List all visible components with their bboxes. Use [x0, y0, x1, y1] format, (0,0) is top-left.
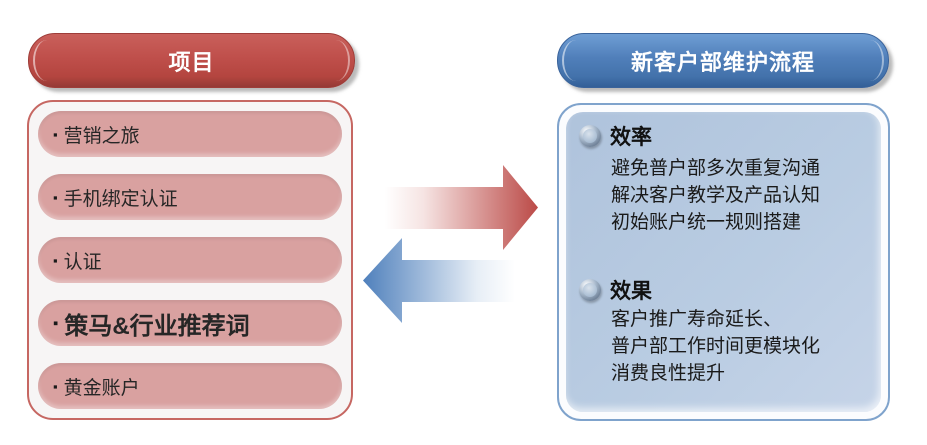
square-bullet-icon: ▪ — [53, 252, 58, 268]
section-heading: 效率 — [574, 121, 873, 151]
list-item-label: 黄金账户 — [63, 377, 140, 399]
list-item: ▪ 手机绑定认证 — [38, 174, 342, 220]
body-line: 消费良性提升 — [611, 363, 726, 384]
body-line: 解决客户教学及产品认知 — [611, 185, 821, 206]
left-header-label: 项目 — [168, 49, 215, 75]
section-heading: 效果 — [574, 275, 873, 305]
square-bullet-icon: ▪ — [53, 126, 58, 142]
body-line: 避免普户部多次重复沟通 — [611, 158, 821, 179]
section-title: 效率 — [610, 126, 652, 149]
section-body: 避免普户部多次重复沟通 解决客户教学及产品认知 初始账户统一规则搭建 — [574, 155, 873, 236]
list-item-label: 认证 — [63, 251, 102, 273]
right-arrow-icon — [385, 165, 538, 250]
left-list-box: ▪ 营销之旅 ▪ 手机绑定认证 ▪ 认证 ▪ 策马&行业推荐词 ▪ 黄金账户 — [27, 100, 353, 420]
section-effect: 效果 客户推广寿命延长、 普户部工作时间更模块化 消费良性提升 — [574, 275, 873, 387]
right-header-label: 新客户部维护流程 — [630, 49, 815, 75]
section-title: 效果 — [610, 280, 652, 303]
body-line: 客户推广寿命延长、 — [611, 309, 783, 330]
list-item-label: 营销之旅 — [63, 125, 140, 147]
right-content-box: 效率 避免普户部多次重复沟通 解决客户教学及产品认知 初始账户统一规则搭建 效果… — [557, 103, 890, 421]
list-item-label: 策马&行业推荐词 — [64, 312, 250, 340]
square-bullet-icon: ▪ — [53, 189, 58, 205]
sphere-bullet-icon — [579, 125, 601, 147]
body-line: 初始账户统一规则搭建 — [611, 212, 802, 233]
left-arrow-icon — [363, 238, 515, 323]
list-item: ▪ 营销之旅 — [38, 111, 342, 157]
list-item: ▪ 认证 — [38, 237, 342, 283]
exchange-arrows — [363, 165, 538, 323]
sphere-bullet-icon — [579, 279, 601, 301]
list-item: ▪ 策马&行业推荐词 — [38, 300, 342, 346]
body-line: 普户部工作时间更模块化 — [611, 336, 821, 357]
right-content-fill: 效率 避免普户部多次重复沟通 解决客户教学及产品认知 初始账户统一规则搭建 效果… — [566, 112, 881, 412]
list-item-label: 手机绑定认证 — [63, 188, 178, 210]
left-header-pill: 项目 — [28, 33, 355, 88]
right-header-pill: 新客户部维护流程 — [557, 33, 889, 88]
square-bullet-icon: ▪ — [53, 314, 59, 332]
square-bullet-icon: ▪ — [53, 378, 58, 394]
section-body: 客户推广寿命延长、 普户部工作时间更模块化 消费良性提升 — [574, 306, 873, 387]
section-efficiency: 效率 避免普户部多次重复沟通 解决客户教学及产品认知 初始账户统一规则搭建 — [574, 121, 873, 236]
list-item: ▪ 黄金账户 — [38, 363, 342, 409]
